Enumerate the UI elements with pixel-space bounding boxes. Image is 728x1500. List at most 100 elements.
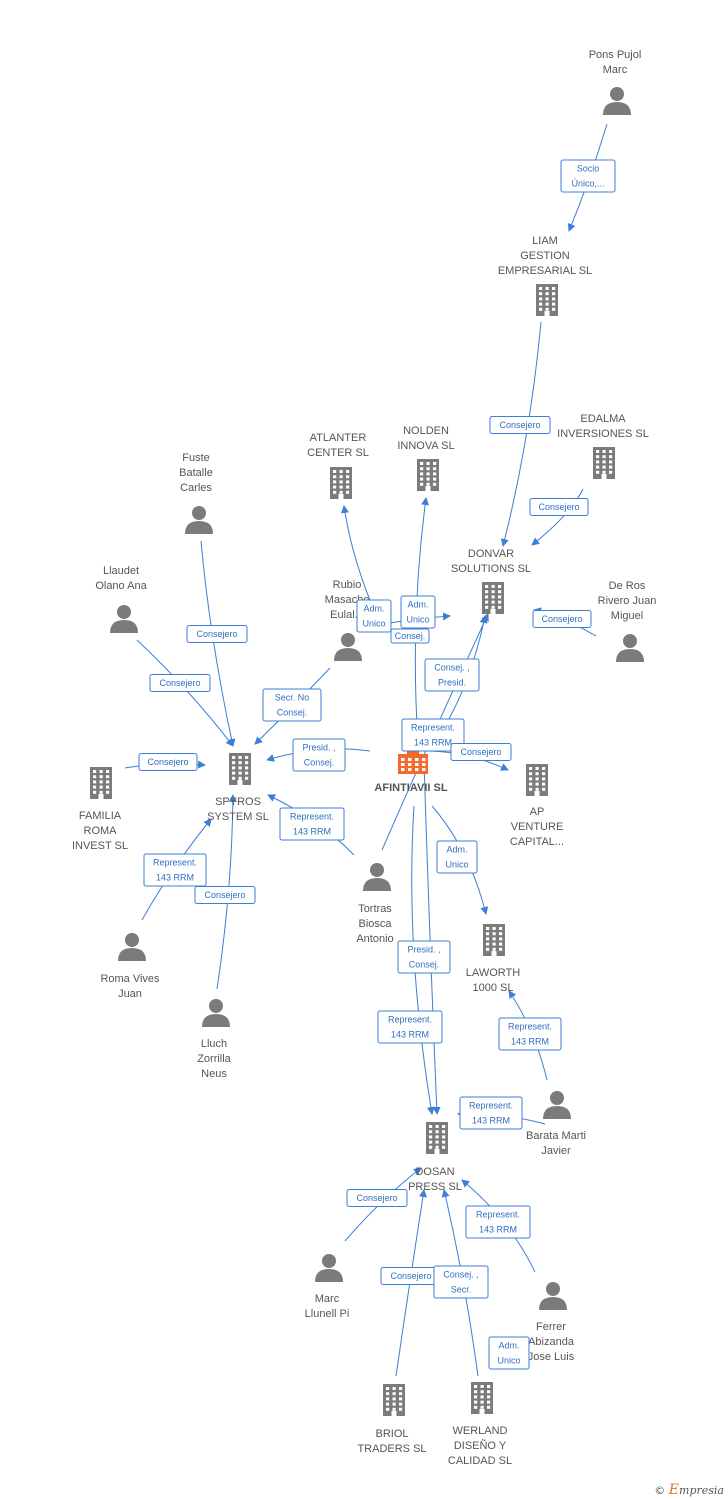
edge-fuste-to-spyros-label[interactable]: Consejero: [186, 625, 248, 643]
building-window: [99, 775, 103, 779]
brand-initial: E: [668, 1482, 680, 1498]
person-head: [546, 1282, 560, 1296]
edge-briol-to-dosan-label[interactable]: Consejero: [380, 1267, 442, 1285]
building-window: [429, 1130, 433, 1134]
node-label: Llunell Pi: [305, 1308, 350, 1320]
building-window: [492, 947, 496, 951]
building-window: [485, 585, 489, 588]
node-label: Batalle: [179, 467, 213, 479]
node-label: EMPRESARIAL SL: [498, 265, 592, 277]
edge-ferrer-to-dosan-label[interactable]: Represent.143 RRM: [465, 1205, 531, 1239]
building-window: [485, 590, 489, 594]
edge-roma-to-spyros-label[interactable]: Represent.143 RRM: [143, 853, 207, 887]
edge-afintia-to-nolden-label[interactable]: Adm.Unico: [400, 595, 436, 629]
edge-familia-to-spyros-label[interactable]: Consejero: [138, 753, 198, 771]
node-afintia[interactable]: AFINTIAVII SL: [374, 750, 448, 794]
building-window: [339, 485, 343, 489]
building-window: [535, 777, 539, 781]
building-window: [545, 302, 549, 306]
edge-barata-to-laworth-label[interactable]: Represent.143 RRM: [498, 1017, 562, 1051]
edge-label-text: Unico: [362, 619, 385, 629]
edge-deros-to-donvar-label[interactable]: Consejero: [532, 610, 592, 628]
building-window: [552, 292, 556, 296]
building-window: [232, 771, 236, 775]
node-label: Marc: [603, 64, 628, 76]
person-body: [603, 102, 631, 115]
building-window: [238, 756, 242, 759]
footer-brand: © Empresia: [654, 1482, 724, 1498]
edge-lluch-to-spyros-label[interactable]: Consejero: [194, 886, 256, 904]
node-label: Tortras: [358, 903, 392, 915]
node-label: INVERSIONES SL: [557, 428, 649, 440]
building-window: [485, 605, 489, 609]
edge-afintia-to-spyros-label[interactable]: Presid. ,Consej.: [292, 738, 346, 772]
edge-liam-to-donvar-label[interactable]: Consejero: [489, 416, 551, 434]
node-ap[interactable]: APVENTURECAPITAL...: [510, 764, 564, 848]
building-window: [346, 485, 350, 489]
building-window: [596, 470, 600, 474]
building-window: [529, 782, 533, 786]
edge-barata-to-dosan-label[interactable]: Represent.143 RRM: [459, 1096, 523, 1130]
edge-labels-layer: SocioÚnico,...ConsejeroConsejeroConsejer…: [138, 159, 616, 1370]
person-head: [610, 87, 624, 101]
edge-pons-to-liam-label[interactable]: SocioÚnico,...: [560, 159, 616, 193]
building-window: [333, 470, 337, 473]
building-window: [420, 472, 424, 476]
edge-label-text: Consej. ,: [443, 1270, 479, 1280]
edge-label-box: [143, 853, 207, 887]
edge-label-box: [433, 1265, 489, 1299]
building-window: [491, 595, 495, 599]
edge-edalma-to-donvar-label[interactable]: Consejero: [529, 498, 589, 516]
person-body: [118, 948, 146, 961]
edge-tortras-to-spyros-label[interactable]: Represent.143 RRM: [279, 807, 345, 841]
edge-rubio-to-donvar-label[interactable]: Consej.: [390, 628, 430, 644]
edge-label-box: [400, 595, 436, 629]
edge-rubio-to-atlanter-label[interactable]: Adm.Unico: [356, 599, 392, 633]
edge-label-text: Consejero: [204, 890, 245, 900]
center-building-window: [415, 763, 419, 766]
edge-werland-to-dosan-label[interactable]: Consej. ,Secr.: [433, 1265, 489, 1299]
edge-afintia-to-laworth-label[interactable]: Adm.Unico: [436, 840, 478, 874]
edge-afintia-to-donvar-label[interactable]: Consej. ,Presid.: [424, 658, 480, 692]
edge-afintia-to-dosan-label[interactable]: Presid. ,Consej.: [397, 940, 451, 974]
edge-label-box: [377, 1010, 443, 1044]
edge-label-text: 143 RRM: [391, 1030, 429, 1040]
building-window: [485, 595, 489, 599]
building-icon: [90, 767, 112, 799]
edge-label-text: Presid. ,: [302, 743, 335, 753]
edge-llaudet-to-spyros-label[interactable]: Consejero: [149, 674, 211, 692]
edge-afintia-to-ap-label[interactable]: Consejero: [450, 743, 512, 761]
building-door: [601, 474, 607, 479]
edge-marc-to-dosan-label[interactable]: Consejero: [346, 1189, 408, 1207]
edge-tortras-to-dosan-label[interactable]: Represent.143 RRM: [377, 1010, 443, 1044]
node-label: De Ros: [609, 580, 646, 592]
edge-label-text: 143 RRM: [156, 873, 194, 883]
building-window: [238, 761, 242, 765]
building-window: [609, 450, 613, 453]
edge-werland-to-werland-label[interactable]: Adm.Unico: [488, 1336, 530, 1370]
building-window: [429, 1125, 433, 1128]
edge-tortras-to-donvar-label[interactable]: Represent.143 RRM: [401, 718, 465, 752]
